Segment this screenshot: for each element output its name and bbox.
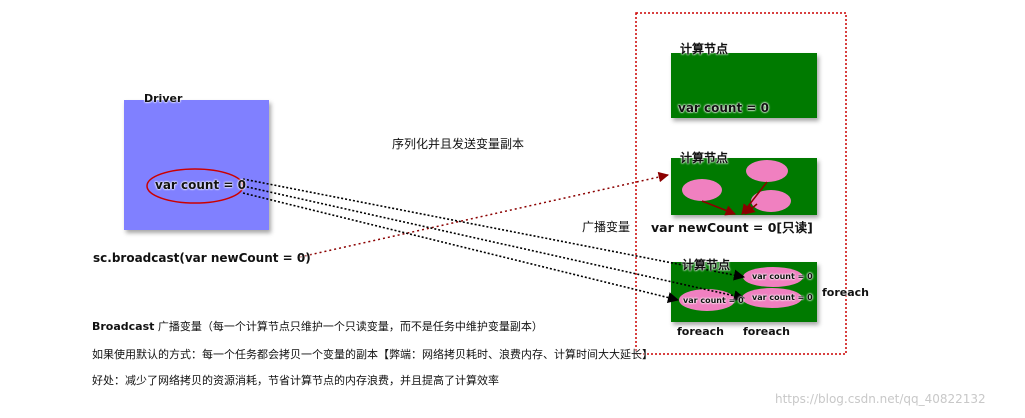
ellipse-label: var count = 0: [752, 293, 813, 302]
note-line-3: 好处：减少了网络拷贝的资源消耗，节省计算节点的内存浪费，并且提高了计算效率: [92, 374, 499, 387]
foreach-label: foreach: [677, 325, 725, 338]
note-broadcast-keyword: Broadcast: [92, 320, 155, 333]
copy-arrow: [242, 192, 680, 304]
driver-var-count: var count = 0: [155, 178, 246, 192]
task-ellipse: [682, 179, 722, 201]
task-ellipse: [746, 160, 788, 182]
node-title: 计算节点: [680, 42, 729, 56]
foreach-label: foreach: [743, 325, 791, 338]
cluster-boundary: [635, 12, 847, 355]
node-box-1: [671, 53, 817, 118]
copy-arrow: [242, 178, 746, 281]
copy-arrow: [242, 185, 746, 302]
read-arrow: [701, 200, 736, 216]
note-line-1: Broadcast 广播变量（每一个计算节点只维护一个只读变量，而不是任务中维护…: [92, 318, 543, 334]
driver-title: Driver: [144, 92, 183, 105]
task-ellipse: [742, 288, 802, 308]
broadcast-call: sc.broadcast(var newCount = 0): [93, 251, 311, 265]
task-ellipse: [743, 267, 803, 287]
node-title: 计算节点: [680, 151, 729, 165]
task-ellipse: [751, 190, 791, 212]
watermark: https://blog.csdn.net/qq_40822132: [775, 392, 986, 406]
ellipse-label: var count = 0: [752, 272, 813, 281]
broadcast-var-label: 广播变量: [582, 220, 631, 234]
note-line-1-text: 广播变量（每一个计算节点只维护一个只读变量，而不是任务中维护变量副本）: [154, 320, 543, 333]
new-count-label: var newCount = 0[只读]: [651, 220, 813, 235]
node-title: 计算节点: [682, 258, 731, 272]
serialize-label: 序列化并且发送变量副本: [392, 137, 525, 151]
read-arrow: [744, 203, 758, 215]
note-line-2: 如果使用默认的方式：每一个任务都会拷贝一个变量的副本【弊端：网络拷贝耗时、浪费内…: [92, 348, 653, 361]
driver-box: [124, 100, 269, 230]
ellipse-label: var count = 0: [683, 296, 744, 305]
task-ellipse: [679, 289, 735, 311]
node-var-count: var count = 0: [678, 101, 769, 115]
broadcast-arrow: [299, 171, 670, 258]
foreach-label: foreach: [822, 286, 870, 299]
